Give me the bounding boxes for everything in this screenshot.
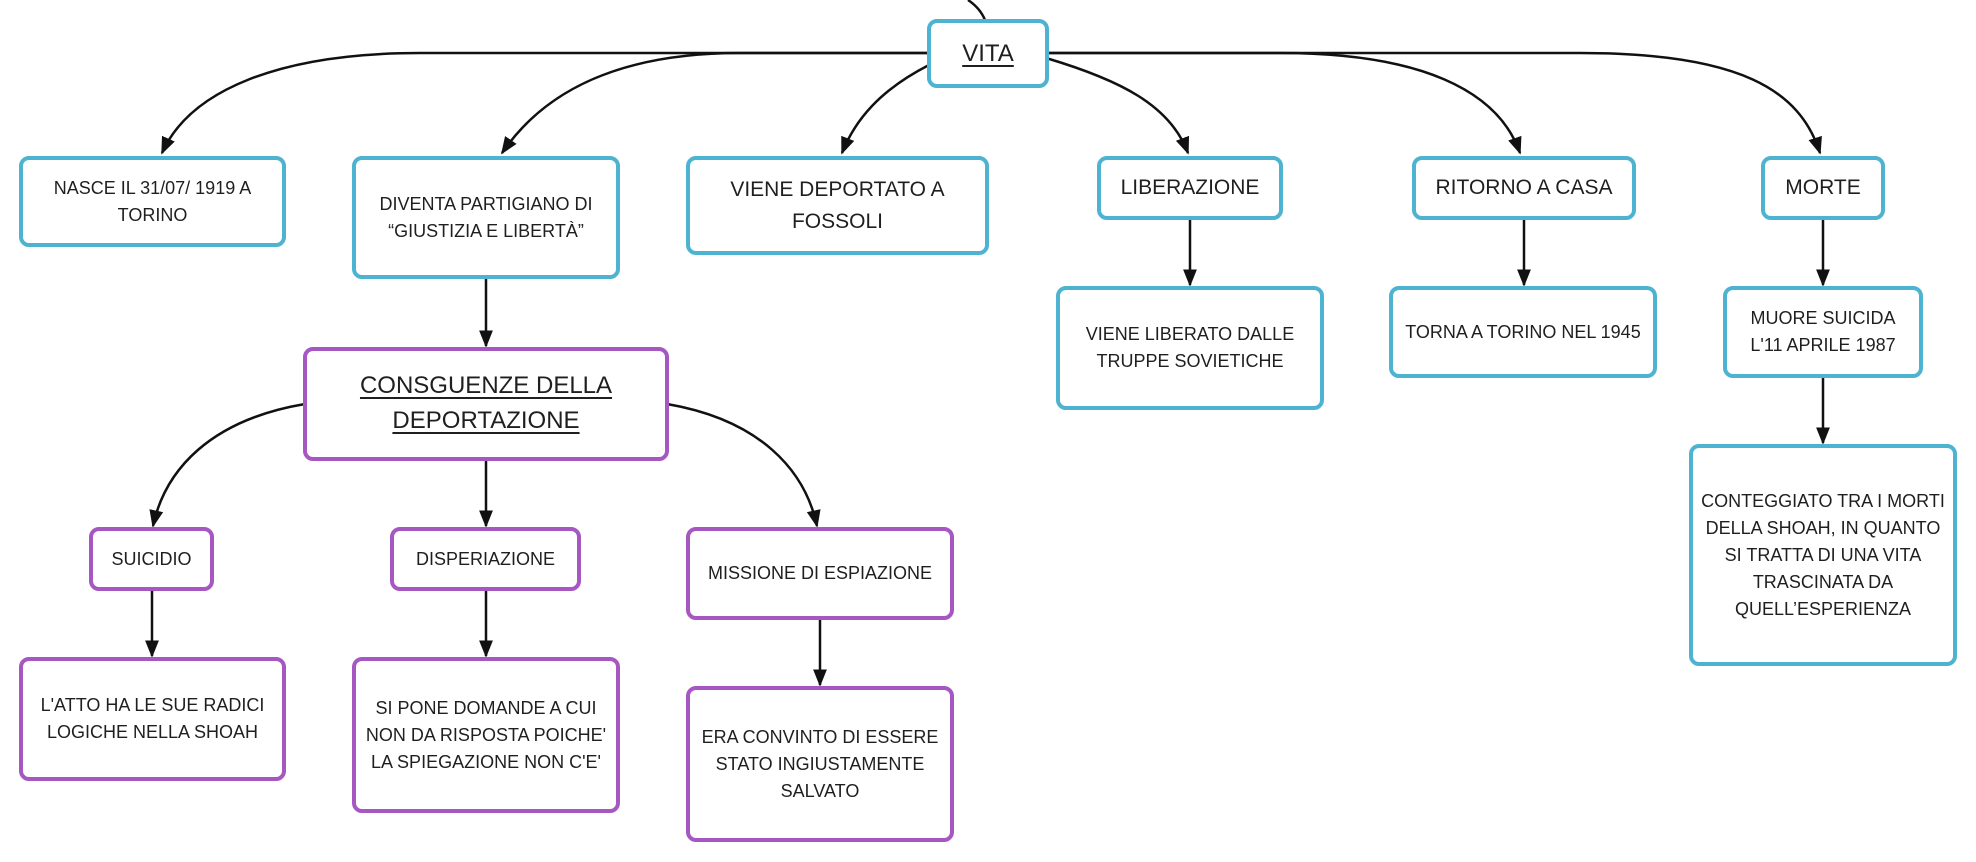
- node-partigiano[interactable]: DIVENTA PARTIGIANO DI “GIUSTIZIA E LIBER…: [352, 156, 620, 279]
- node-disperiazione-label: DISPERIAZIONE: [415, 548, 556, 569]
- node-convinto-label: ERA CONVINTO DI ESSERE STATO INGIUSTAMEN…: [701, 726, 939, 801]
- node-conseguenze[interactable]: CONSGUENZE DELLA DEPORTAZIONE: [303, 347, 669, 461]
- node-domande[interactable]: SI PONE DOMANDE A CUI NON DA RISPOSTA PO…: [352, 657, 620, 813]
- node-morte[interactable]: MORTE: [1761, 156, 1885, 220]
- connector-top-in: [967, 0, 987, 21]
- node-deportato[interactable]: VIENE DEPORTATO A FOSSOLI: [686, 156, 989, 255]
- connector-conseguenze-suicidio: [149, 402, 306, 528]
- node-disperiazione[interactable]: DISPERIAZIONE: [390, 527, 581, 591]
- node-ritorno-label: RITORNO A CASA: [1435, 176, 1613, 200]
- connector-conseguenze-missione: [666, 402, 821, 528]
- node-conteggiato-label: CONTEGGIATO TRA I MORTI DELLA SHOAH, IN …: [1701, 490, 1945, 619]
- node-atto-label: L'ATTO HA LE SUE RADICI LOGICHE NELLA SH…: [40, 695, 265, 742]
- connector-vita-nasce: [160, 51, 929, 155]
- node-missione-label: MISSIONE DI ESPIAZIONE: [707, 563, 933, 583]
- node-deportato-label: VIENE DEPORTATO A FOSSOLI: [730, 178, 945, 233]
- connector-vita-liberazione: [1045, 56, 1190, 155]
- connector-vita-partigiano: [500, 51, 929, 155]
- node-liberazione-label: LIBERAZIONE: [1120, 176, 1260, 200]
- connector-vita-ritorno: [1046, 51, 1522, 155]
- node-nasce[interactable]: NASCE IL 31/07/ 1919 A TORINO: [19, 156, 286, 247]
- node-suicida[interactable]: MUORE SUICIDA L'11 APRILE 1987: [1723, 286, 1923, 378]
- node-vita-label: VITA: [962, 39, 1014, 67]
- node-torna[interactable]: TORNA A TORINO NEL 1945: [1389, 286, 1657, 378]
- node-suicida-label: MUORE SUICIDA L'11 APRILE 1987: [1750, 308, 1896, 355]
- connector-vita-deportato: [840, 63, 930, 155]
- node-morte-label: MORTE: [1785, 176, 1861, 200]
- node-suicidio-label: SUICIDIO: [111, 548, 192, 569]
- node-conseguenze-label: CONSGUENZE DELLA DEPORTAZIONE: [359, 372, 613, 434]
- node-conteggiato[interactable]: CONTEGGIATO TRA I MORTI DELLA SHOAH, IN …: [1689, 444, 1957, 666]
- node-convinto[interactable]: ERA CONVINTO DI ESSERE STATO INGIUSTAMEN…: [686, 686, 954, 842]
- node-vita[interactable]: VITA: [927, 19, 1049, 88]
- node-domande-label: SI PONE DOMANDE A CUI NON DA RISPOSTA PO…: [365, 697, 607, 772]
- node-partigiano-label: DIVENTA PARTIGIANO DI “GIUSTIZIA E LIBER…: [379, 193, 593, 241]
- node-liberato-label: VIENE LIBERATO DALLE TRUPPE SOVIETICHE: [1085, 324, 1295, 371]
- node-nasce-label: NASCE IL 31/07/ 1919 A TORINO: [53, 177, 252, 225]
- node-missione[interactable]: MISSIONE DI ESPIAZIONE: [686, 527, 954, 620]
- connector-vita-morte: [1046, 51, 1822, 155]
- node-liberazione[interactable]: LIBERAZIONE: [1097, 156, 1283, 220]
- node-atto[interactable]: L'ATTO HA LE SUE RADICI LOGICHE NELLA SH…: [19, 657, 286, 781]
- node-ritorno[interactable]: RITORNO A CASA: [1412, 156, 1636, 220]
- node-liberato[interactable]: VIENE LIBERATO DALLE TRUPPE SOVIETICHE: [1056, 286, 1324, 410]
- node-torna-label: TORNA A TORINO NEL 1945: [1405, 321, 1641, 342]
- node-suicidio[interactable]: SUICIDIO: [89, 527, 214, 591]
